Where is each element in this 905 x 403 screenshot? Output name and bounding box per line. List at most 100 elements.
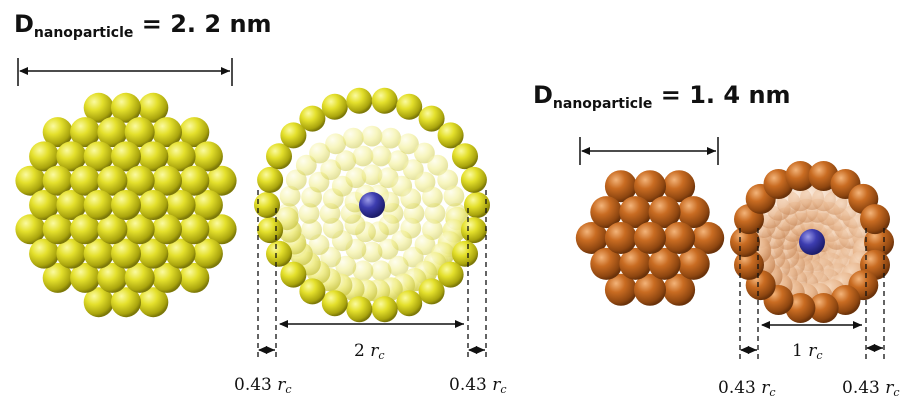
large-cut-rim-atom	[396, 93, 423, 120]
large-left-shell-label: 0.43 rc	[234, 375, 292, 396]
large-full-atom	[152, 117, 182, 148]
large-full-atom	[179, 262, 210, 293]
large-cut-inner-atom	[335, 150, 357, 172]
large-cut-inner-atom	[279, 185, 301, 207]
large-right-shell-label: 0.43 rc	[449, 375, 507, 396]
large-cut-inner-atom	[342, 127, 364, 149]
large-cut-rim-atom	[371, 87, 398, 114]
large-cut-rim-atom	[452, 240, 478, 267]
small-full-atom	[677, 196, 710, 229]
small-center-atom	[799, 229, 825, 255]
large-cut-inner-atom	[400, 188, 422, 210]
small-full-atom	[648, 247, 681, 280]
large-cut-inner-atom	[295, 154, 317, 176]
large-full-atom	[179, 214, 210, 245]
large-cut-inner-atom	[309, 142, 330, 164]
large-full-atom	[83, 238, 114, 269]
small-full-atom	[648, 196, 681, 229]
large-cut-inner-atom	[361, 241, 383, 263]
large-full-atom	[124, 117, 155, 148]
large-guide-lines	[257, 190, 487, 358]
large-full-atom	[111, 141, 141, 172]
large-full-atom	[165, 190, 196, 220]
large-cut-rim-atom	[299, 105, 326, 132]
small-full-atom	[604, 273, 637, 306]
large-cut-inner-atom	[377, 238, 399, 260]
large-full-atom	[111, 190, 141, 220]
large-full-atom	[70, 117, 101, 148]
large-diameter-bar	[17, 58, 233, 86]
large-full-atom	[83, 190, 114, 220]
small-full-atom	[575, 222, 608, 254]
large-full-atom	[152, 165, 182, 196]
large-cut-rim-atom	[418, 278, 445, 305]
large-cut-rim-atom	[257, 217, 284, 244]
large-full-atom	[152, 262, 182, 293]
large-full-atom	[56, 141, 87, 172]
large-full-atom	[56, 238, 87, 269]
large-full-atom	[42, 165, 73, 196]
large-cut-inner-atom	[301, 219, 322, 241]
large-cut-rim-atom	[418, 105, 445, 132]
large-cut-rim-atom	[437, 261, 464, 288]
large-inner-radius-label: 2 rc	[354, 341, 385, 362]
large-full-atom	[97, 214, 128, 245]
small-full-atom	[604, 222, 637, 254]
large-full-atom	[124, 214, 155, 245]
large-full-atom	[83, 287, 114, 318]
large-cut-rim-atom	[464, 192, 490, 218]
small-left-shell-label: 0.43 rc	[718, 378, 776, 399]
large-cut-inner-atom	[387, 255, 409, 277]
small-cut-rim-atom	[785, 161, 816, 191]
large-full-atom	[152, 214, 182, 245]
large-cut-inner-atom	[414, 142, 435, 164]
large-full-atom	[206, 165, 237, 196]
small-full-atom	[663, 170, 696, 203]
large-cut-rim-atom	[396, 290, 423, 317]
large-full-atom	[138, 238, 169, 269]
large-full-atom	[97, 117, 128, 148]
large-cut-rim-atom	[460, 166, 487, 193]
large-cut-rim-atom	[280, 261, 307, 288]
large-cut-rim-atom	[452, 143, 478, 170]
large-cut-rim-atom	[266, 240, 292, 267]
large-cut-inner-atom	[285, 169, 307, 191]
large-full-atom	[83, 141, 114, 172]
small-cut-rim-atom	[864, 227, 894, 257]
large-cut-inner-atom	[402, 246, 424, 268]
large-full-atom	[192, 141, 223, 172]
large-full-atom	[192, 190, 223, 220]
small-full-atom	[634, 273, 666, 306]
small-full-atom	[663, 273, 696, 306]
large-measure-arrows	[258, 320, 485, 354]
large-cut-rim-atom	[437, 122, 464, 149]
small-cut-rim-atom	[808, 293, 839, 323]
large-cut-inner-atom	[335, 255, 357, 277]
large-full-particle	[15, 92, 237, 318]
large-full-atom	[97, 165, 128, 196]
large-cut-rim-atom	[321, 93, 348, 120]
large-cut-inner-atom	[352, 145, 374, 167]
large-cut-inner-atom	[427, 154, 449, 176]
small-cut-rim-atom	[730, 227, 760, 257]
small-full-atom	[619, 196, 652, 229]
small-full-atom	[619, 247, 652, 280]
large-cut-rim-atom	[254, 192, 280, 218]
small-cut-rim-atom	[860, 204, 890, 235]
small-full-atom	[663, 222, 696, 254]
small-diameter-bar	[579, 137, 719, 165]
small-full-atom	[590, 247, 623, 280]
large-full-atom	[138, 141, 169, 172]
large-full-atom	[111, 92, 141, 123]
large-cut-inner-atom	[387, 150, 409, 172]
large-cut-rim-atom	[371, 296, 398, 323]
large-cut-inner-atom	[361, 125, 383, 147]
large-cut-inner-atom	[424, 203, 446, 224]
small-full-atom	[590, 196, 623, 229]
large-cut-inner-atom	[370, 260, 392, 282]
large-cut-rim-atom	[346, 296, 373, 323]
small-full-atom	[634, 170, 666, 203]
large-full-atom	[42, 117, 73, 148]
large-full-atom	[70, 165, 101, 196]
small-right-shell-label: 0.43 rc	[842, 378, 900, 399]
